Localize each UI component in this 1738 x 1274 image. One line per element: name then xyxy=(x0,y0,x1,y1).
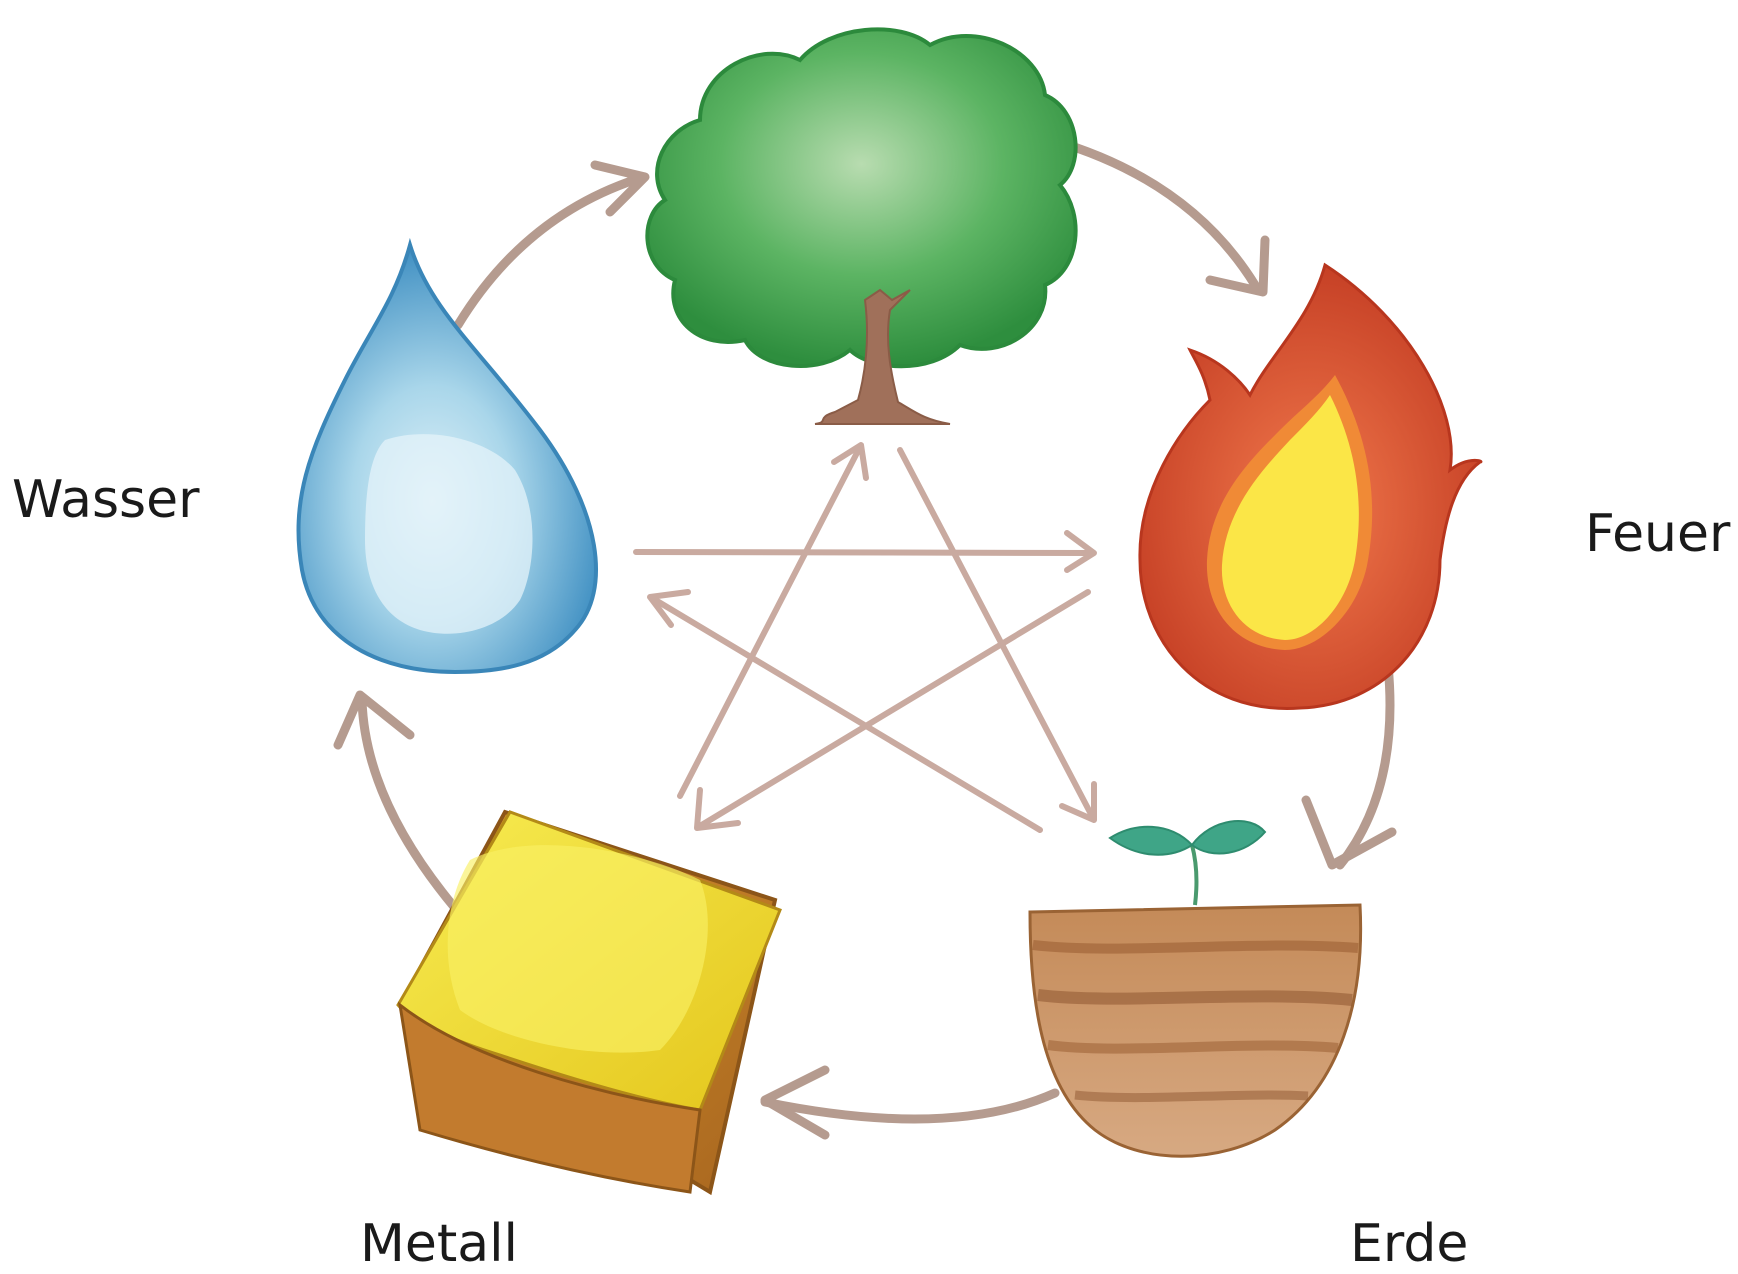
arrow-wood-to-fire xyxy=(1052,140,1265,292)
star-arrows xyxy=(636,445,1094,830)
arrow-water-to-wood xyxy=(458,165,645,325)
label-earth: Erde xyxy=(1350,1218,1468,1270)
tree-icon xyxy=(647,29,1075,424)
label-metal: Metall xyxy=(360,1218,518,1270)
arrow-metal-to-water xyxy=(338,695,455,908)
arrow-earth-to-metal xyxy=(765,1070,1055,1135)
label-water: Wasser xyxy=(12,474,200,526)
earth-bowl-sprout-icon xyxy=(1030,821,1361,1156)
water-drop-icon xyxy=(299,245,597,672)
flame-icon xyxy=(1140,265,1481,708)
star-arrow-earth-to-water xyxy=(650,592,1040,830)
star-arrow-water-to-fire xyxy=(636,533,1094,570)
gold-bar-icon xyxy=(398,812,780,1192)
star-arrow-fire-to-metal xyxy=(697,592,1088,828)
label-fire: Feuer xyxy=(1585,508,1730,560)
